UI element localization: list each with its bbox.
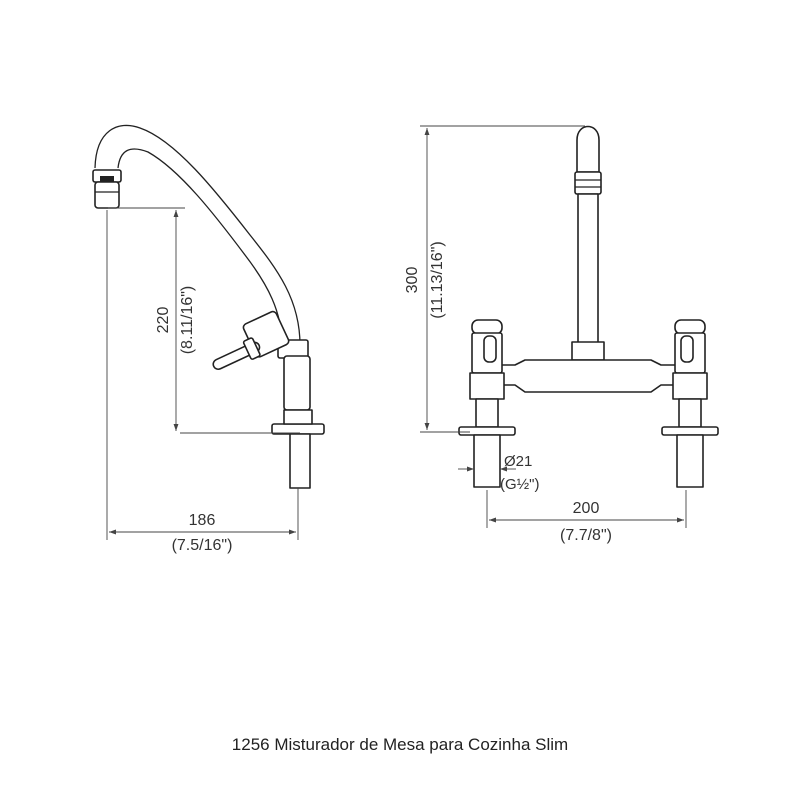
front-spout-top [576, 125, 600, 173]
front-left-valve [458, 319, 516, 488]
front-thread: (G½") [500, 476, 540, 493]
front-spacing-mm: 200 [573, 500, 600, 517]
front-spout-stem [577, 193, 599, 345]
front-height-in: (11.13/16") [429, 241, 446, 318]
front-diameter-dimension: Ø21 (G½") [458, 453, 540, 493]
side-spout-outer [94, 124, 301, 346]
front-height-dimension: 300 (11.13/16") [404, 125, 585, 433]
side-lever-handle [212, 310, 290, 371]
front-height-mm: 300 [404, 267, 421, 294]
product-caption: 1256 Misturador de Mesa para Cozinha Sli… [231, 735, 569, 754]
front-view-faucet [458, 125, 719, 488]
side-view-faucet [92, 124, 325, 489]
side-height-dimension: 220 (8.11/16") [108, 207, 300, 434]
front-spacing-dimension: 200 (7.7/8") [486, 490, 687, 544]
side-flange-neck [283, 409, 313, 425]
side-shank [289, 433, 311, 489]
front-spout-base [571, 341, 605, 361]
front-diameter-mm: Ø21 [504, 453, 532, 470]
side-aerator-nozzle [94, 181, 120, 209]
side-reach-in: (7.5/16") [172, 537, 233, 554]
side-valve-body [283, 355, 311, 411]
front-spout-ring [574, 171, 602, 195]
side-height-in: (8.11/16") [179, 286, 196, 355]
front-spacing-in: (7.7/8") [560, 527, 612, 544]
side-reach-mm: 186 [189, 512, 216, 529]
front-bridge-body [494, 359, 684, 393]
side-reach-dimension: 186 (7.5/16") [106, 210, 299, 554]
front-right-valve [661, 319, 719, 488]
side-spout-inner [117, 148, 283, 346]
side-height-mm: 220 [155, 307, 172, 334]
side-flange [271, 423, 325, 435]
